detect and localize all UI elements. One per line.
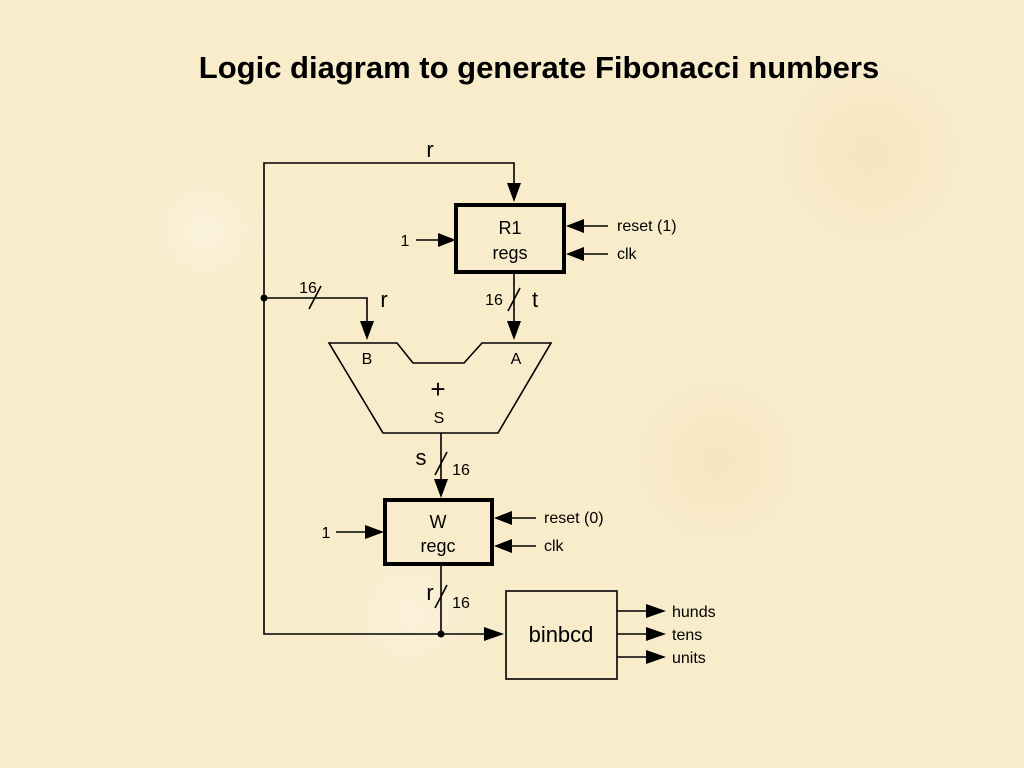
- output-units-label: units: [672, 650, 706, 667]
- binbcd-name: binbcd: [529, 622, 594, 647]
- signal-s-label: s: [416, 445, 427, 470]
- w-clk-label: clk: [544, 538, 565, 555]
- r1-register-block: R1 regs: [454, 203, 566, 274]
- w-clk-arrow: [494, 539, 536, 553]
- r1-clk-label: clk: [617, 246, 638, 263]
- feedback-wire-r: [263, 162, 521, 635]
- r1-name: R1: [498, 218, 521, 238]
- w-type: regc: [420, 536, 455, 556]
- adder-op-label: +: [430, 374, 445, 404]
- r1-type: regs: [492, 243, 527, 263]
- wire-r-to-b: [264, 285, 374, 340]
- width-t-label: 16: [485, 292, 503, 309]
- signal-r-top-label: r: [426, 137, 433, 162]
- width-s-label: 16: [452, 462, 470, 479]
- adder-in-b-label: B: [362, 351, 373, 368]
- width-b-label: 16: [299, 280, 317, 297]
- signal-r-out-label: r: [426, 580, 433, 605]
- r1-reset-label: reset (1): [617, 218, 677, 235]
- adder-in-a-label: A: [511, 351, 522, 368]
- wire-r-out: [434, 564, 504, 641]
- w-reset-arrow: [494, 511, 536, 525]
- w-const-label: 1: [322, 525, 331, 542]
- binbcd-output-units: [617, 650, 666, 664]
- binbcd-block: binbcd: [505, 590, 618, 680]
- wire-t-to-a: [507, 272, 521, 340]
- output-tens-label: tens: [672, 627, 702, 644]
- output-hunds-label: hunds: [672, 604, 716, 621]
- signal-t-label: t: [532, 287, 538, 312]
- junction-dot-bottom: [437, 630, 445, 638]
- slide-title: Logic diagram to generate Fibonacci numb…: [198, 50, 880, 85]
- w-name: W: [430, 512, 447, 532]
- binbcd-output-hunds: [617, 604, 666, 618]
- binbcd-output-tens: [617, 627, 666, 641]
- r1-reset-arrow: [566, 219, 608, 233]
- w-reset-label: reset (0): [544, 510, 604, 527]
- r1-const-input: [416, 233, 456, 247]
- wire-s-to-w: [434, 433, 448, 498]
- width-r-label: 16: [452, 595, 470, 612]
- adder-block: B A + S: [327, 342, 553, 434]
- adder-out-label: S: [434, 410, 445, 427]
- signal-r-b-label: r: [380, 287, 387, 312]
- w-register-block: W regc: [383, 498, 494, 566]
- r1-const-label: 1: [401, 233, 410, 250]
- w-const-input: [336, 525, 384, 539]
- r1-clk-arrow: [566, 247, 608, 261]
